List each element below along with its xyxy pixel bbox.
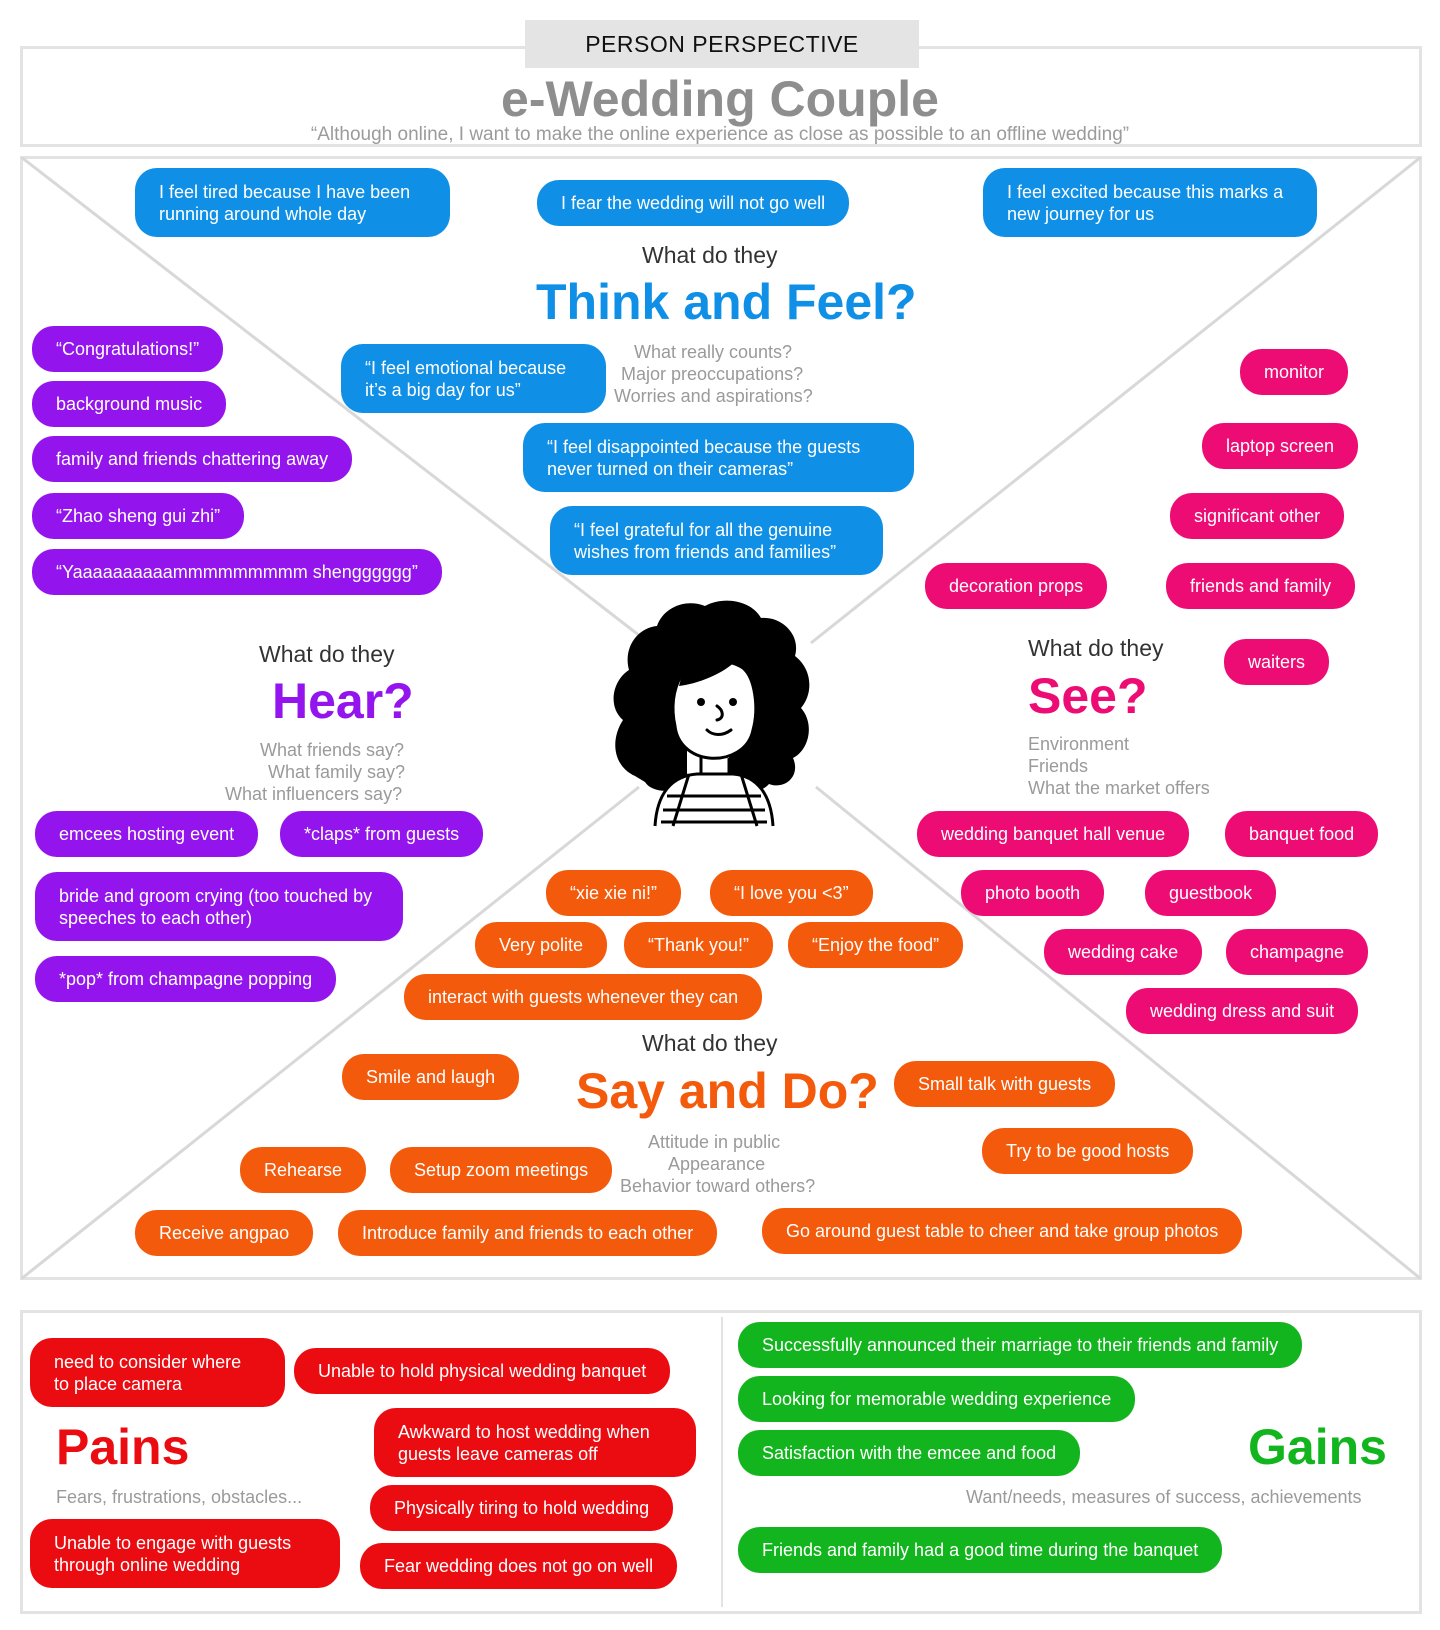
pains-gains-divider [721, 1317, 723, 1607]
hear-hint: What family say? [268, 762, 406, 782]
gain-item: Looking for memorable wedding experience [738, 1376, 1136, 1422]
perspective-tab: PERSON PERSPECTIVE [525, 20, 919, 68]
hear-item: family and friends chattering away [32, 436, 353, 482]
see-subheading: What do they [1028, 635, 1164, 661]
gain-item: Successfully announced their marriage to… [738, 1322, 1303, 1368]
say-item: Very polite [475, 922, 608, 968]
say-subheading: What do they [642, 1030, 778, 1056]
pain-item: Unable to hold physical wedding banquet [294, 1348, 671, 1394]
say-item: “Thank you!” [624, 922, 774, 968]
think-item: I fear the wedding will not go well [537, 180, 850, 226]
persona-title: e-Wedding Couple [501, 71, 939, 127]
think-title: Think and Feel? [536, 274, 917, 330]
hear-hint: What friends say? [260, 740, 405, 760]
pain-item: need to consider where to place camera [30, 1338, 285, 1407]
say-hint: Attitude in public [648, 1132, 781, 1152]
see-item: wedding dress and suit [1126, 988, 1359, 1034]
see-hint: Friends [1028, 756, 1089, 776]
hear-item: “Yaaaaaaaaaammmmmmmmm shengggggg” [32, 549, 442, 595]
see-hint: Environment [1028, 734, 1130, 754]
think-hint: What really counts? [634, 342, 793, 362]
pain-item: Physically tiring to hold wedding [370, 1485, 674, 1531]
see-item: photo booth [961, 870, 1105, 916]
think-item: “I feel disappointed because the guests … [523, 423, 914, 492]
see-item: guestbook [1145, 870, 1277, 916]
think-item: “I feel grateful for all the genuine wis… [550, 506, 883, 575]
say-hint: Behavior toward others? [620, 1176, 816, 1196]
see-item: champagne [1226, 929, 1369, 975]
say-item: Try to be good hosts [982, 1128, 1194, 1174]
say-hint: Appearance [668, 1154, 766, 1174]
gains-title: Gains [1248, 1419, 1387, 1475]
see-item: waiters [1224, 639, 1330, 685]
hear-item: *pop* from champagne popping [35, 956, 337, 1002]
think-subheading: What do they [642, 242, 778, 268]
see-item: laptop screen [1202, 423, 1359, 469]
think-item: I feel tired because I have been running… [135, 168, 450, 237]
hear-item: *claps* from guests [280, 811, 484, 857]
see-item: monitor [1240, 349, 1349, 395]
say-title: Say and Do? [576, 1063, 879, 1119]
say-item: Introduce family and friends to each oth… [338, 1210, 718, 1256]
pain-item: Unable to engage with guests through onl… [30, 1519, 340, 1588]
person-illustration [613, 600, 810, 827]
say-item: Go around guest table to cheer and take … [762, 1208, 1243, 1254]
gains-hint: Want/needs, measures of success, achieve… [966, 1487, 1362, 1507]
empathy-map-diagonals [21, 157, 1421, 1279]
think-item: “I feel emotional because it’s a big day… [341, 344, 606, 413]
say-item: interact with guests whenever they can [404, 974, 763, 1020]
hear-title: Hear? [272, 673, 414, 729]
say-item: Small talk with guests [894, 1061, 1116, 1107]
say-item: “xie xie ni!” [546, 870, 682, 916]
say-item: Setup zoom meetings [390, 1147, 613, 1193]
see-item: decoration props [925, 563, 1108, 609]
say-item: “I love you <3” [710, 870, 873, 916]
think-item: I feel excited because this marks a new … [983, 168, 1317, 237]
say-item: Receive angpao [135, 1210, 314, 1256]
think-hint: Worries and aspirations? [614, 386, 813, 406]
pains-title: Pains [56, 1419, 190, 1475]
hear-item: bride and groom crying (too touched by s… [35, 872, 403, 941]
hear-item: “Zhao sheng gui zhi” [32, 493, 245, 539]
see-item: banquet food [1225, 811, 1379, 857]
see-item: wedding banquet hall venue [917, 811, 1190, 857]
pain-item: Fear wedding does not go on well [360, 1543, 678, 1589]
gain-item: Friends and family had a good time durin… [738, 1527, 1223, 1573]
see-title: See? [1028, 668, 1148, 724]
hear-item: “Congratulations!” [32, 326, 224, 372]
think-hint: Major preoccupations? [621, 364, 804, 384]
hear-hint: What influencers say? [225, 784, 403, 804]
hear-item: emcees hosting event [35, 811, 259, 857]
persona-quote: “Although online, I want to make the onl… [310, 124, 1130, 145]
say-item: Rehearse [240, 1147, 367, 1193]
pain-item: Awkward to host wedding when guests leav… [374, 1408, 696, 1477]
see-item: friends and family [1166, 563, 1356, 609]
see-item: significant other [1170, 493, 1345, 539]
hear-subheading: What do they [259, 641, 395, 667]
say-item: Smile and laugh [342, 1054, 520, 1100]
pains-hint: Fears, frustrations, obstacles... [56, 1487, 303, 1507]
hear-item: background music [32, 381, 227, 427]
say-item: “Enjoy the food” [788, 922, 964, 968]
see-hint: What the market offers [1028, 778, 1210, 798]
gain-item: Satisfaction with the emcee and food [738, 1430, 1081, 1476]
see-item: wedding cake [1044, 929, 1203, 975]
